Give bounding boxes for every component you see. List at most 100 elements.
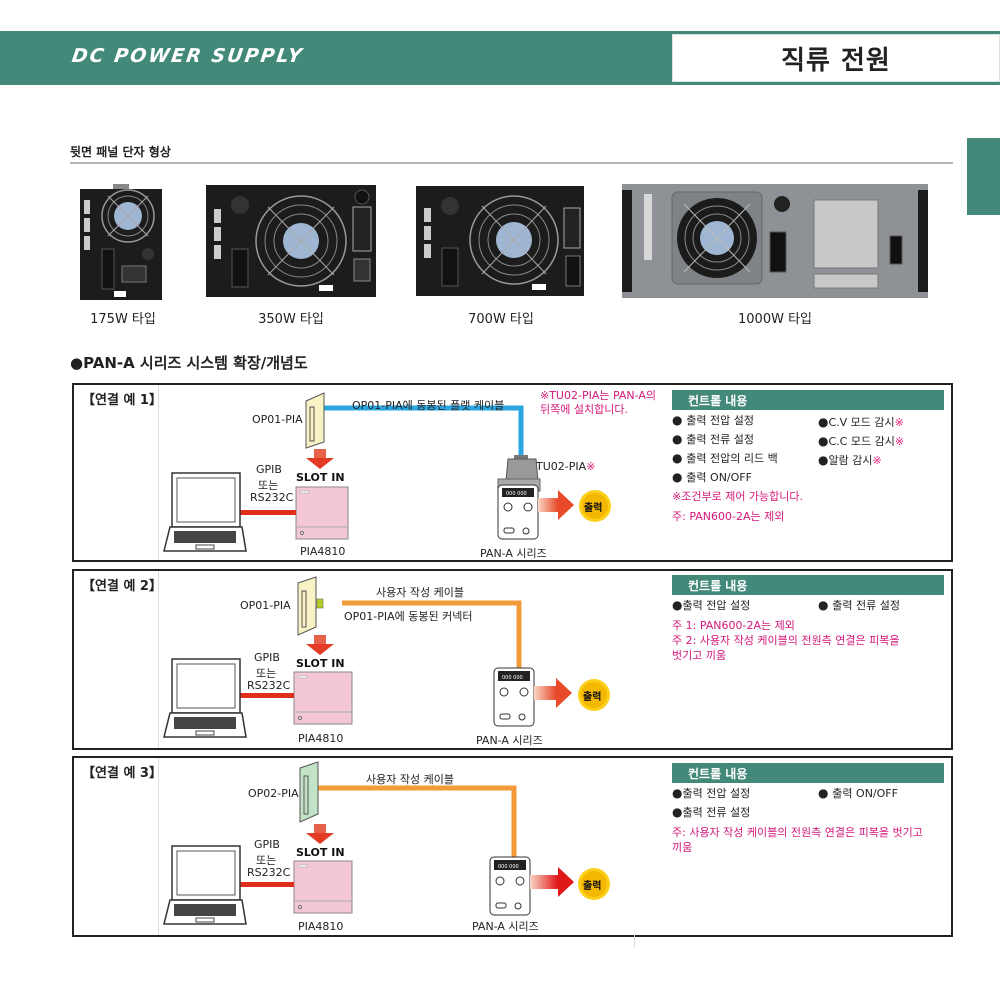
control-item: ● 출력 전압 설정 [672, 413, 755, 427]
control-note: 주 2: 사용자 작성 케이블의 전원측 연결은 피복을 [672, 634, 900, 647]
pia4810-unit [293, 860, 353, 914]
slot-in-arrow-icon [306, 449, 334, 469]
adapter-note-line-1: ※TU02-PIA는 PAN-A의 [540, 389, 657, 402]
adapter-mark: ※ [586, 460, 596, 473]
concept-heading: ●PAN-A 시리즈 시스템 확장/개념도 [70, 354, 308, 372]
link-label-3: RS232C [247, 679, 291, 692]
pan-a-unit-icon: 000 000 [497, 484, 539, 540]
control-item: ●C.C 모드 감시※ [818, 434, 905, 448]
adapter-label: TU02-PIA※ [536, 460, 595, 473]
output-badge-icon [578, 679, 610, 711]
link-label-2: 또는 [256, 667, 277, 680]
supply-label: PAN-A 시리즈 [480, 547, 547, 560]
header-title-ko: 직류 전원 [781, 45, 891, 76]
cable-label: 사용자 작성 케이블 [366, 773, 454, 786]
output-label: 출력 [584, 503, 603, 514]
output-badge-icon [579, 490, 611, 522]
control-title: 컨트롤 내용 [672, 575, 944, 595]
control-item: ●출력 전압 설정 [672, 598, 751, 612]
rear-panel-photo-175w [80, 184, 162, 300]
option-card-icon [299, 761, 319, 823]
controller-label: PIA4810 [298, 920, 344, 933]
link-label-1: GPIB [256, 463, 282, 476]
control-note: 주: 사용자 작성 케이블의 전원측 연결은 피복을 벗기고 [672, 826, 923, 839]
diagram-example-3: 000 000 [163, 761, 610, 925]
column-divider [158, 385, 159, 560]
output-arrow-icon [534, 678, 572, 708]
control-item: ●출력 전압 설정 [672, 786, 751, 800]
header-title-en: DC POWER SUPPLY [70, 45, 306, 67]
link-label-3: RS232C [247, 866, 291, 879]
pia4810-unit [295, 486, 349, 540]
svg-text:000 000: 000 000 [498, 864, 519, 870]
user-cable [316, 785, 517, 858]
control-note: 끼움 [672, 841, 693, 854]
rear-panel-photo-1000w [622, 184, 928, 298]
pan-a-unit-icon: 000 000 [493, 667, 535, 727]
svg-text:000 000: 000 000 [506, 491, 527, 497]
card-label: OP02-PIA [248, 787, 299, 800]
example-label: 【연결 예 1】 [82, 393, 162, 408]
link-label-3: RS232C [250, 491, 294, 504]
control-note: 주 1: PAN600-2A는 제외 [672, 619, 795, 632]
link-label-1: GPIB [254, 651, 280, 664]
slot-in-arrow-icon [306, 635, 334, 655]
control-panel: 컨트롤 내용 ● 출력 전압 설정 ● 출력 전류 설정 ● 출력 전압의 리드… [672, 390, 944, 530]
slot-in-label: SLOT IN [296, 657, 345, 670]
output-label: 출력 [583, 881, 602, 892]
option-card-icon [297, 576, 324, 636]
diagram-example-1: 000 000 [163, 392, 611, 552]
connection-example-2: 【연결 예 2】 000 000 [72, 569, 953, 750]
rear-panel-photo-700w [416, 186, 584, 296]
panel-caption-1000w: 1000W 타입 [738, 312, 812, 327]
cable-label: OP01-PIA에 동봉된 플랫 케이블 [352, 399, 505, 412]
option-card-icon [305, 392, 325, 449]
adapter-note-line-2: 뒤쪽에 설치합니다. [540, 403, 628, 416]
control-panel: 컨트롤 내용 ●출력 전압 설정 ●출력 전류 설정 ● 출력 ON/OFF 주… [672, 763, 944, 863]
rear-panel-photo-350w [206, 185, 376, 297]
example-label: 【연결 예 2】 [82, 579, 162, 594]
control-items: ● 출력 전압 설정 ● 출력 전류 설정 ● 출력 전압의 리드 백 ● 출력… [672, 410, 944, 530]
control-title: 컨트롤 내용 [672, 390, 944, 410]
slot-in-arrow-icon [306, 824, 334, 844]
connection-example-1: 【연결 예 1】 [72, 383, 953, 562]
laptop-icon [163, 658, 247, 738]
control-item: ● 출력 ON/OFF [672, 470, 752, 484]
card-label: OP01-PIA [240, 599, 291, 612]
slot-in-label: SLOT IN [296, 471, 345, 484]
control-note: 주: PAN600-2A는 제외 [672, 510, 785, 523]
rear-panel-heading: 뒷면 패널 단자 형상 [70, 145, 171, 159]
gpib-rs232c-link [240, 510, 296, 515]
link-label-2: 또는 [258, 479, 279, 492]
control-items: ●출력 전압 설정 ● 출력 전류 설정 주 1: PAN600-2A는 제외 … [672, 595, 944, 675]
column-divider [634, 935, 635, 947]
control-title: 컨트롤 내용 [672, 763, 944, 783]
control-item: ●출력 전류 설정 [672, 805, 751, 819]
controller-label: PIA4810 [298, 732, 344, 745]
link-label-1: GPIB [254, 838, 280, 851]
pia4810-unit [293, 671, 353, 725]
control-item: ● 출력 ON/OFF [818, 786, 898, 800]
side-tab [967, 138, 1000, 215]
adapter-name: TU02-PIA [536, 460, 587, 473]
connector-label: OP01-PIA에 동봉된 커넥터 [344, 610, 473, 623]
column-divider [158, 571, 159, 748]
laptop-icon [163, 845, 247, 925]
control-item: ●C.V 모드 감시※ [818, 415, 904, 429]
control-item: ● 출력 전류 설정 [672, 432, 755, 446]
flat-cable [324, 405, 524, 455]
column-divider [158, 758, 159, 935]
section-divider [70, 162, 953, 164]
output-arrow-icon [538, 490, 574, 520]
output-label: 출력 [583, 692, 602, 703]
control-panel: 컨트롤 내용 ●출력 전압 설정 ● 출력 전류 설정 주 1: PAN600-… [672, 575, 944, 675]
slot-in-label: SLOT IN [296, 846, 345, 859]
link-label-2: 또는 [256, 854, 277, 867]
svg-text:000 000: 000 000 [502, 675, 523, 681]
pan-a-unit-icon: 000 000 [489, 856, 531, 916]
panel-caption-350w: 350W 타입 [258, 312, 324, 327]
panel-caption-700w: 700W 타입 [468, 312, 534, 327]
control-note: ※조건부로 제어 가능합니다. [672, 490, 804, 503]
gpib-rs232c-link [240, 882, 294, 887]
output-badge-icon [578, 868, 610, 900]
